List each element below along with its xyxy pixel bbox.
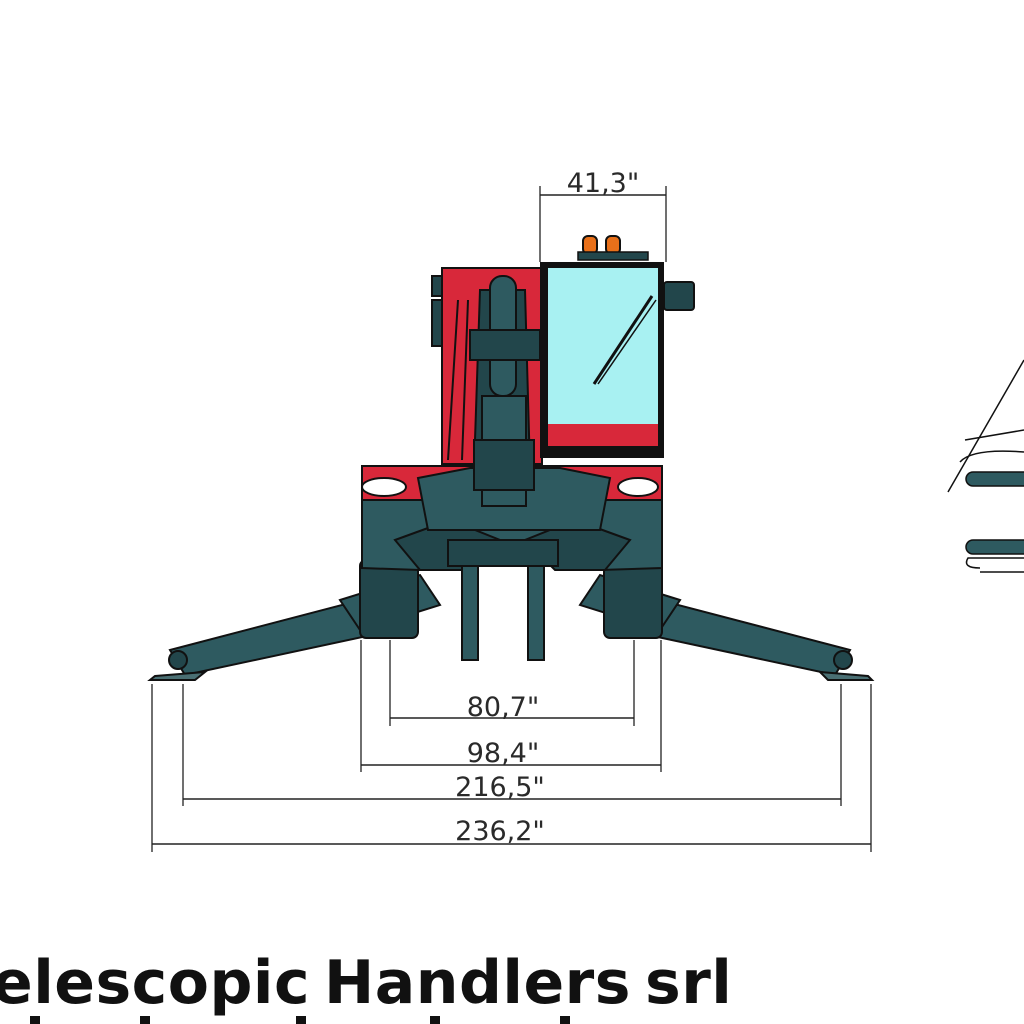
dimension-stabilizer-outer: 236,2"	[151, 684, 872, 852]
right-wheel	[603, 559, 663, 639]
dimension-track-inner: 80,7"	[389, 640, 635, 726]
dimension-cab-width: 41,3"	[539, 168, 667, 262]
left-wheel	[359, 559, 419, 639]
company-word-1: elescopic	[0, 948, 311, 1018]
beacon-lights	[577, 235, 649, 261]
left-fork	[461, 559, 479, 661]
fork-carriage	[447, 539, 559, 567]
side-view-fragment	[947, 359, 1024, 573]
wiper	[592, 295, 654, 385]
dim-label-stabilizer-outer: 236,2"	[455, 816, 545, 847]
telehandler-machine	[147, 235, 875, 681]
telescopic-boom	[447, 275, 541, 507]
company-word-3: srl	[644, 948, 733, 1018]
right-light	[617, 477, 659, 497]
right-fork	[527, 559, 545, 661]
dim-label-stabilizer-inner: 216,5"	[455, 772, 545, 803]
dim-label-track-outer: 98,4"	[467, 738, 540, 769]
dim-label-cab-width: 41,3"	[567, 168, 640, 199]
dimension-stabilizer-inner: 216,5"	[182, 684, 842, 806]
dim-label-track-inner: 80,7"	[467, 692, 540, 723]
mirror	[663, 281, 695, 311]
company-word-2: Handlers	[324, 948, 631, 1018]
dimension-track-outer: 98,4"	[360, 640, 662, 772]
cab-glass	[548, 268, 658, 446]
cropped-text-line	[0, 1012, 1024, 1024]
left-light	[361, 477, 407, 497]
